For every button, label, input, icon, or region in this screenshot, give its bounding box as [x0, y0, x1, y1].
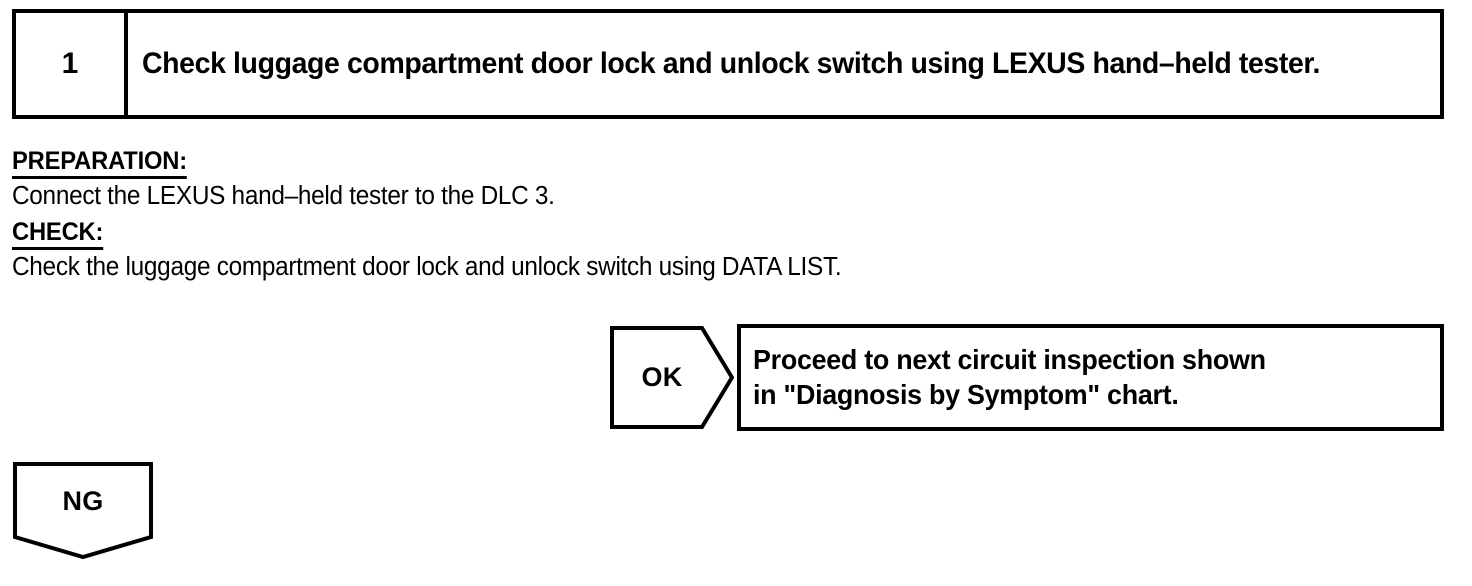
ok-result-line-1: Proceed to next circuit inspection shown [753, 344, 1266, 376]
ok-branch: OK Proceed to next circuit inspection sh… [610, 324, 1444, 431]
preparation-label: PREPARATION: [12, 148, 187, 179]
step-instruction-text: Check luggage compartment door lock and … [142, 47, 1321, 81]
ng-branch: NG [12, 461, 154, 561]
preparation-group: PREPARATION: Connect the LEXUS hand–held… [12, 148, 1312, 210]
ok-result-box: Proceed to next circuit inspection shown… [737, 324, 1444, 431]
step-number: 1 [61, 47, 79, 80]
ok-result-text: Proceed to next circuit inspection shown… [753, 343, 1266, 411]
procedure-block: PREPARATION: Connect the LEXUS hand–held… [12, 148, 1312, 281]
step-number-cell: 1 [16, 13, 128, 115]
ok-result-line-2: in "Diagnosis by Symptom" chart. [753, 378, 1179, 410]
check-label: CHECK: [12, 219, 103, 250]
ng-arrow-shape [13, 462, 153, 560]
check-group: CHECK: Check the luggage compartment doo… [12, 219, 1312, 281]
ok-arrow-shape [610, 324, 734, 431]
preparation-text: Connect the LEXUS hand–held tester to th… [12, 181, 555, 210]
check-text: Check the luggage compartment door lock … [12, 252, 842, 281]
step-header-box: 1 Check luggage compartment door lock an… [12, 9, 1444, 119]
step-instruction-cell: Check luggage compartment door lock and … [128, 13, 1440, 115]
